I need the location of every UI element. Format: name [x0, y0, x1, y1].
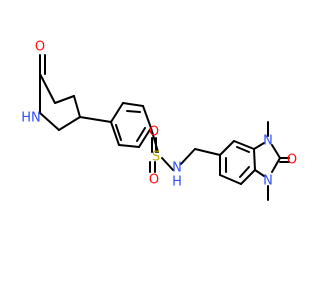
- atom-oxygen-sulfonyl-bottom: O: [149, 173, 159, 188]
- bond: [39, 73, 56, 104]
- bond: [126, 110, 141, 113]
- bond: [118, 144, 140, 148]
- atom-oxygen-urea: O: [287, 153, 297, 168]
- atom-oxygen-lactam: O: [35, 40, 45, 55]
- bond: [240, 169, 256, 185]
- bond: [136, 127, 146, 142]
- bond: [271, 144, 281, 159]
- bond: [271, 157, 281, 173]
- molecule-structure: O HN S O O N H N N O: [0, 0, 300, 300]
- bond: [233, 140, 255, 150]
- bond: [180, 148, 196, 165]
- bond: [239, 166, 250, 178]
- bond: [58, 116, 81, 131]
- bond: [54, 95, 75, 104]
- atom-oxygen-sulfonyl-top: O: [149, 125, 159, 140]
- atom-nitrogen-imidazole-top: N: [263, 134, 273, 149]
- bond: [194, 148, 221, 156]
- atom-hydrogen-sulfonamide: H: [172, 175, 182, 190]
- bond: [138, 127, 152, 148]
- bond: [110, 121, 120, 146]
- bond-layer: [39, 54, 290, 201]
- bond: [79, 116, 112, 123]
- atom-nitrogen-imidazole-bottom: N: [263, 174, 273, 189]
- bond: [219, 174, 242, 185]
- bond: [161, 157, 174, 171]
- bond: [110, 102, 124, 123]
- bond: [73, 95, 81, 118]
- bond: [253, 142, 265, 150]
- bond: [253, 148, 256, 171]
- bond: [39, 112, 60, 131]
- bond: [219, 140, 235, 156]
- bond: [122, 102, 144, 107]
- bond: [142, 105, 152, 129]
- atom-nitrogen-lactam: HN: [21, 111, 41, 126]
- atom-layer: O HN S O O N H N N O: [21, 40, 297, 190]
- bond: [115, 124, 122, 141]
- atom-sulfur: S: [152, 150, 160, 165]
- atom-nitrogen-sulfonamide: N: [172, 161, 182, 176]
- canvas-background: [0, 0, 300, 300]
- bond: [236, 146, 250, 153]
- bond: [254, 169, 265, 177]
